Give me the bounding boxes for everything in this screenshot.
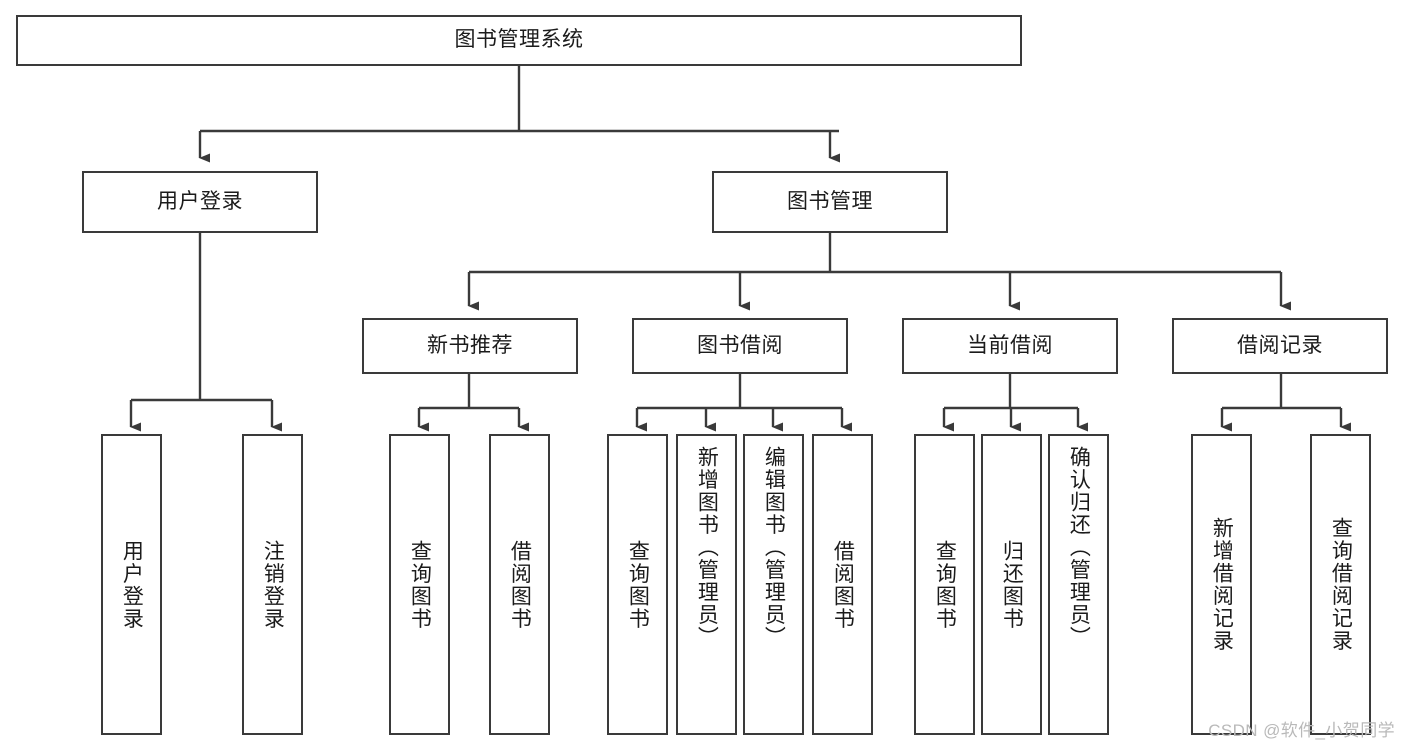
node-label: 新增图书（管理员） xyxy=(695,446,719,649)
node-leaf-confirm-return-admin[interactable]: 确认归还（管理员） xyxy=(1048,434,1109,735)
csdn-watermark: CSDN @软件_小贺同学 xyxy=(1208,721,1395,740)
node-label: 图书管理系统 xyxy=(454,28,584,52)
node-leaf-query-borrow-record[interactable]: 查询借阅记录 xyxy=(1310,434,1371,735)
node-leaf-borrow-book-recommend[interactable]: 借阅图书 xyxy=(489,434,550,735)
node-borrow-record[interactable]: 借阅记录 xyxy=(1172,318,1388,374)
node-label: 借阅图书 xyxy=(831,539,855,630)
node-label: 确认归还（管理员） xyxy=(1067,446,1091,649)
node-label: 查询图书 xyxy=(933,539,957,630)
node-label: 图书借阅 xyxy=(697,333,783,357)
node-label: 当前借阅 xyxy=(967,333,1053,357)
node-label: 查询借阅记录 xyxy=(1329,517,1353,652)
node-label: 新书推荐 xyxy=(427,333,513,357)
node-leaf-query-book-borrow[interactable]: 查询图书 xyxy=(607,434,668,735)
node-label: 借阅图书 xyxy=(508,539,532,630)
node-leaf-logout[interactable]: 注销登录 xyxy=(242,434,303,735)
node-leaf-add-book-admin[interactable]: 新增图书（管理员） xyxy=(676,434,737,735)
node-new-book-recommend[interactable]: 新书推荐 xyxy=(362,318,578,374)
node-label: 图书管理 xyxy=(787,189,873,213)
node-label: 归还图书 xyxy=(1000,539,1024,630)
node-leaf-edit-book-admin[interactable]: 编辑图书（管理员） xyxy=(743,434,804,735)
node-label: 用户登录 xyxy=(120,539,144,630)
node-label: 借阅记录 xyxy=(1237,333,1323,357)
node-leaf-user-login[interactable]: 用户登录 xyxy=(101,434,162,735)
node-leaf-return-book[interactable]: 归还图书 xyxy=(981,434,1042,735)
node-label: 查询图书 xyxy=(626,539,650,630)
node-user-login[interactable]: 用户登录 xyxy=(82,171,318,233)
node-label: 注销登录 xyxy=(261,539,285,630)
node-leaf-query-book-recommend[interactable]: 查询图书 xyxy=(389,434,450,735)
node-root-system[interactable]: 图书管理系统 xyxy=(16,15,1022,66)
node-leaf-borrow-book[interactable]: 借阅图书 xyxy=(812,434,873,735)
node-book-borrow[interactable]: 图书借阅 xyxy=(632,318,848,374)
node-label: 用户登录 xyxy=(157,189,243,213)
node-leaf-query-book-current[interactable]: 查询图书 xyxy=(914,434,975,735)
node-label: 编辑图书（管理员） xyxy=(762,446,786,649)
node-label: 查询图书 xyxy=(408,539,432,630)
node-book-management[interactable]: 图书管理 xyxy=(712,171,948,233)
node-label: 新增借阅记录 xyxy=(1210,517,1234,652)
node-leaf-add-borrow-record[interactable]: 新增借阅记录 xyxy=(1191,434,1252,735)
node-current-borrow[interactable]: 当前借阅 xyxy=(902,318,1118,374)
